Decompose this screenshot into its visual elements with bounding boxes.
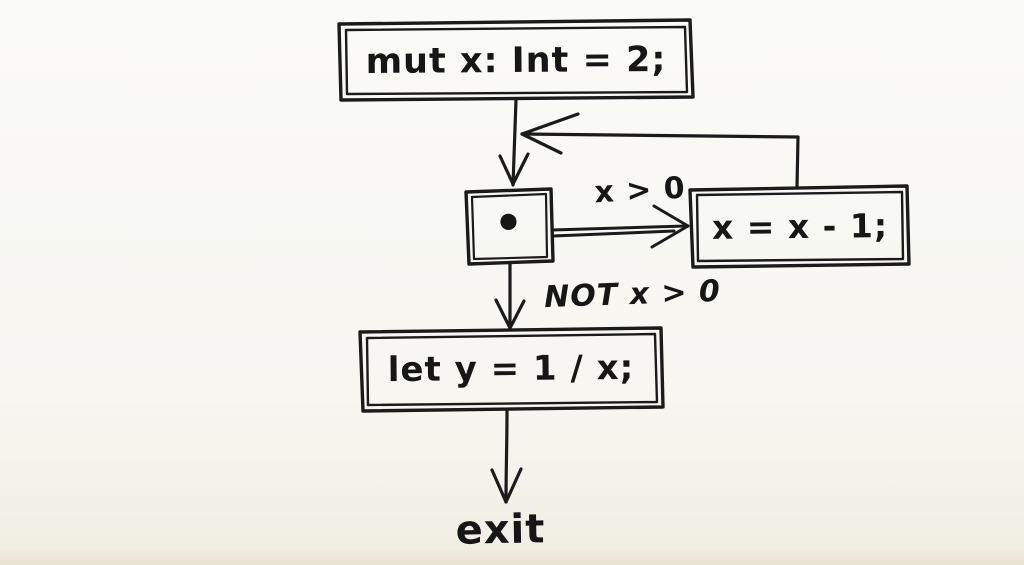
- edge-init-to-junction: [500, 100, 528, 185]
- exit-terminal-label: exit: [455, 506, 546, 554]
- init-box-outline: [339, 20, 693, 100]
- loop-back-edge: [522, 114, 798, 187]
- edge-label-loop-condition: x > 0: [593, 170, 687, 210]
- junction-dot: •: [493, 196, 525, 250]
- node-decrement-label: x = x - 1;: [711, 205, 889, 247]
- edge-junction-to-decrement: [552, 206, 688, 247]
- node-init-label: mut x: Int = 2;: [365, 39, 667, 83]
- edge-label-exit-condition: NOT x > 0: [543, 273, 722, 315]
- edge-divide-to-exit: [492, 411, 521, 502]
- edge-junction-to-divide: [496, 263, 524, 328]
- decrement-box-outline: [690, 186, 909, 267]
- junction-box-outline: [466, 189, 553, 264]
- divide-box-outline: [360, 328, 663, 411]
- node-divide-label: let y = 1 / x;: [387, 347, 635, 390]
